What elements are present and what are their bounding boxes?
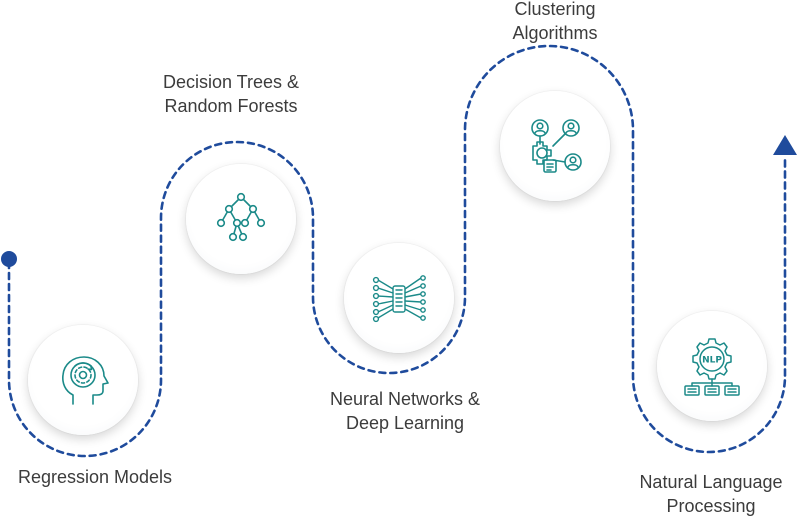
step-label-clustering: Clustering Algorithms bbox=[470, 0, 640, 45]
neural-network-icon bbox=[372, 275, 426, 323]
step-label-line2: Random Forests bbox=[164, 96, 298, 116]
step-label-line1: Clustering bbox=[514, 0, 596, 19]
decision-trees-circle bbox=[186, 164, 296, 274]
decision-tree-icon bbox=[216, 192, 266, 242]
step-label-line2: Algorithms bbox=[512, 23, 598, 43]
dashed-roadmap-line bbox=[7, 44, 787, 458]
end-arrow-icon bbox=[773, 135, 797, 155]
nlp-circle: NLP bbox=[657, 311, 767, 421]
step-label-line2: Deep Learning bbox=[345, 413, 465, 433]
step-label-neural-networks: Neural Networks & Deep Learning bbox=[300, 387, 510, 435]
step-label-line1: Decision Trees & bbox=[162, 72, 300, 92]
head-gear-icon bbox=[62, 356, 109, 405]
clustering-circle bbox=[500, 91, 610, 201]
step-label-line1: Regression Models bbox=[17, 467, 173, 487]
neural-networks-circle bbox=[344, 243, 454, 353]
step-label-nlp: Natural Language Processing bbox=[620, 470, 802, 518]
nlp-gear-icon: NLP bbox=[684, 338, 740, 396]
clustering-users-icon bbox=[531, 119, 582, 173]
step-label-line2: Processing bbox=[666, 496, 756, 516]
nlp-badge-text: NLP bbox=[702, 356, 722, 366]
step-label-decision-trees: Decision Trees & Random Forests bbox=[136, 70, 326, 118]
step-label-line1: Neural Networks & bbox=[329, 389, 481, 409]
step-label-regression: Regression Models bbox=[0, 465, 190, 489]
step-label-line1: Natural Language bbox=[639, 472, 783, 492]
regression-models-circle bbox=[28, 325, 138, 435]
start-dot bbox=[1, 251, 17, 267]
